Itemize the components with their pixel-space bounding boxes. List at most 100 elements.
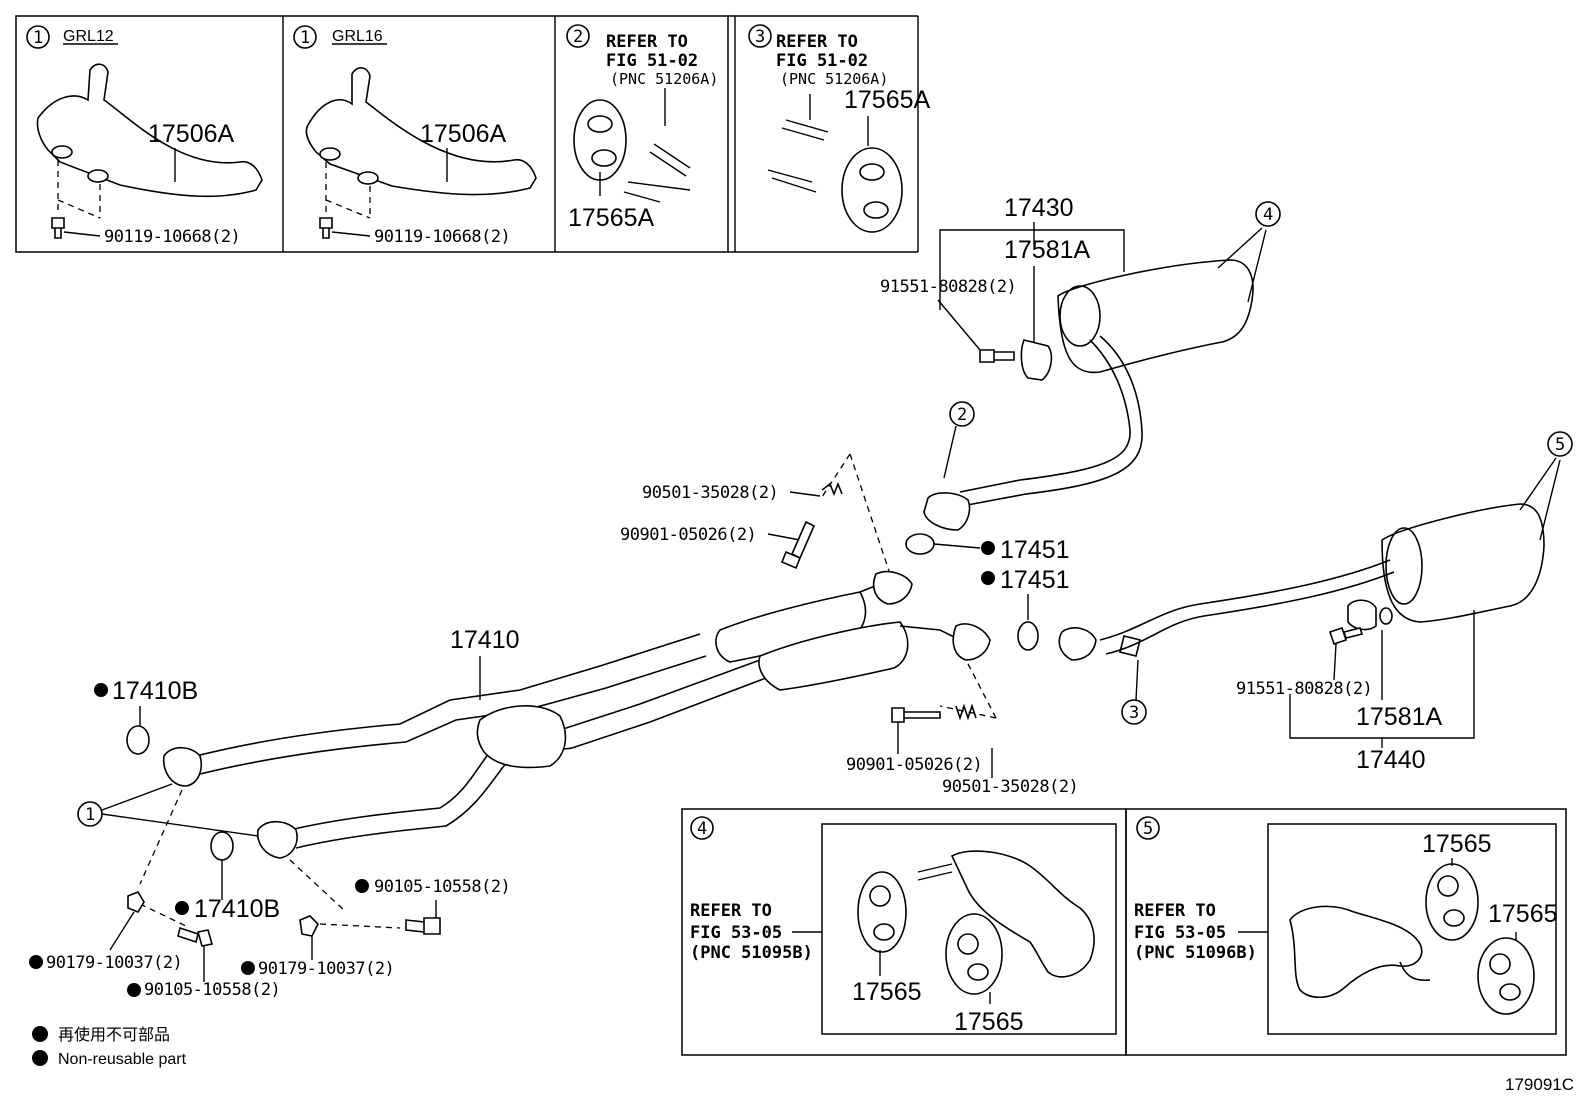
upper-fasteners: 90501-35028(2) 90901-05026(2) 17451 1745… (620, 453, 1070, 651)
inset4-part-label: 17565A (844, 86, 931, 114)
inset4-refer: REFER TO (776, 32, 858, 52)
box5-refer: REFER TO (1134, 901, 1216, 921)
box5-fig: FIG 53-05 (1134, 923, 1226, 943)
rubber-mount-17565-b (945, 913, 1003, 995)
grl12-label: GRL12 (63, 28, 114, 45)
muffler-17430-group: 17430 17581A 91551-80828(2) 4 2 (880, 194, 1281, 531)
part-17430: 17430 (1004, 194, 1074, 222)
inset3-pnc: (PNC 51206A) (610, 70, 718, 88)
front-pipe-17410: 17410 (162, 570, 997, 859)
gasket-17451-a (905, 533, 935, 555)
callout-1b: 1 (300, 28, 310, 48)
inset-refer-2: 2 REFER TO FIG 51-02 (PNC 51206A) 17565A (566, 24, 718, 232)
catalytic-converter-lower (476, 705, 567, 769)
bracket-17506a-2 (305, 67, 537, 196)
mid-fasteners: 90901-05026(2) 90501-35028(2) (846, 703, 1079, 797)
gasket-17410b-bot (210, 831, 234, 861)
inset4-pnc: (PNC 51206A) (780, 70, 888, 88)
box4-pnc: (PNC 51095B) (690, 943, 813, 963)
hanger-bracket-box4 (950, 850, 1095, 978)
part-90179-left: 90179-10037(2) (46, 953, 182, 973)
box4-part-b: 17565 (954, 1008, 1024, 1036)
rubber-hanger-17565a (573, 99, 627, 181)
box5-part-b: 17565 (1488, 900, 1558, 928)
part-91551-right: 91551-80828(2) (1236, 679, 1372, 699)
rear-muffler-17430 (1057, 259, 1254, 374)
callout-5-box: 5 (1143, 819, 1153, 839)
inset2-part-label: 17506A (420, 120, 507, 148)
part-17440: 17440 (1356, 746, 1426, 774)
box-5: 5 REFER TO FIG 53-05 (PNC 51096B) 17565 … (1125, 808, 1567, 1056)
bolt-icon (780, 520, 816, 570)
inset3-part-label: 17565A (568, 204, 655, 232)
inset-grl12: 1 GRL12 17506A 90119-10668(2) (26, 25, 263, 247)
box4-fig: FIG 53-05 (690, 923, 782, 943)
part-17581a-top: 17581A (1004, 236, 1091, 264)
callout-5: 5 (1555, 435, 1565, 455)
left-fasteners: 17410B 1 17410B 90179-10037(2) 90105-105… (29, 677, 511, 1000)
gasket-17451-b (1017, 621, 1039, 651)
nut-icon (299, 915, 319, 937)
part-90179-right: 90179-10037(2) (258, 959, 394, 979)
legend-jp: 再使用不可部品 (58, 1026, 170, 1044)
part-90901-top: 90901-05026(2) (620, 525, 756, 545)
legend-en: Non-reusable part (58, 1051, 187, 1068)
callout-4: 4 (1263, 205, 1273, 225)
part-17410: 17410 (450, 626, 520, 654)
part-17410b-bot: 17410B (194, 895, 280, 923)
box4-part-a: 17565 (852, 978, 922, 1006)
inset2-bolt-label: 90119-10668(2) (374, 227, 510, 247)
callout-4-box: 4 (697, 819, 707, 839)
spring-icon (955, 703, 977, 721)
spring-icon (821, 481, 843, 497)
top-insets (15, 15, 919, 253)
part-17451-a: 17451 (1000, 536, 1070, 564)
rubber-hanger-17565a-2 (841, 147, 903, 233)
callout-3: 3 (755, 27, 765, 47)
part-91551-top: 91551-80828(2) (880, 277, 1016, 297)
bolt-icon (891, 707, 941, 723)
muffler-17440-group: 3 5 91551-80828(2) 17581A 17440 (1058, 431, 1573, 774)
box4-refer: REFER TO (690, 901, 772, 921)
callout-3-main: 3 (1129, 703, 1139, 723)
inset1-part-label: 17506A (148, 120, 235, 148)
gasket-17410b-top (126, 725, 150, 755)
callout-1: 1 (33, 28, 43, 48)
nut-icon (127, 891, 145, 913)
figure-id: 179091C (1505, 1075, 1574, 1094)
rear-muffler-17440 (1381, 503, 1545, 623)
callout-2-main: 2 (957, 405, 967, 425)
inset-refer-3: 3 REFER TO FIG 51-02 (PNC 51206A) 17565A (748, 24, 931, 233)
box5-part-a: 17565 (1422, 830, 1492, 858)
inset1-bolt-label: 90119-10668(2) (104, 227, 240, 247)
part-90501-top: 90501-35028(2) (642, 483, 778, 503)
hanger-bracket-box5 (1289, 905, 1423, 999)
bolt-icon (405, 917, 441, 935)
hanger-bracket-17581a (1020, 339, 1053, 381)
part-17451-b: 17451 (1000, 566, 1070, 594)
part-90501-bot: 90501-35028(2) (942, 777, 1078, 797)
part-90105-right: 90105-10558(2) (374, 877, 510, 897)
callout-1-main: 1 (85, 805, 95, 825)
bolt-icon (177, 926, 214, 947)
grl16-label: GRL16 (332, 28, 383, 45)
inset4-fig: FIG 51-02 (776, 51, 868, 71)
catalytic-converter-mid (758, 621, 909, 691)
rubber-mount-17565-d (1477, 937, 1535, 1015)
part-17581a-right: 17581A (1356, 703, 1443, 731)
bolt-icon (979, 349, 1015, 363)
bolt-icon (1328, 626, 1364, 646)
callout-2: 2 (573, 27, 583, 47)
bolt-icon (319, 217, 333, 239)
legend: 再使用不可部品 Non-reusable part (32, 1026, 187, 1068)
box5-pnc: (PNC 51096B) (1134, 943, 1257, 963)
hanger-bracket-17581a-right (1347, 599, 1377, 631)
bracket-17506a (36, 63, 263, 198)
bolt-icon (51, 217, 65, 239)
part-90105-left: 90105-10558(2) (144, 980, 280, 1000)
part-17410b-top: 17410B (112, 677, 198, 705)
inset3-fig: FIG 51-02 (606, 51, 698, 71)
box-4: 4 REFER TO FIG 53-05 (PNC 51095B) 17565 … (681, 808, 1127, 1056)
inset-grl16: 1 GRL16 17506A 90119-10668(2) (293, 25, 537, 247)
